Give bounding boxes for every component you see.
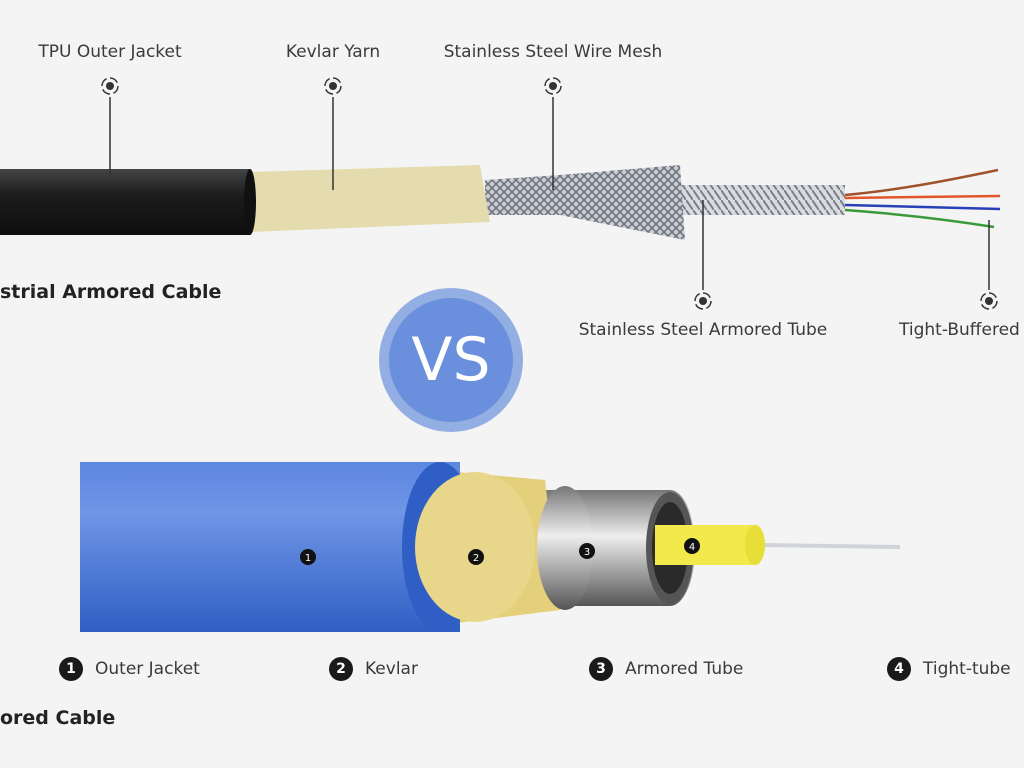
label-steel-wire-mesh: Stainless Steel Wire Mesh — [443, 42, 663, 62]
top-cable-title: strial Armored Cable — [0, 281, 222, 303]
svg-text:3: 3 — [584, 547, 590, 558]
svg-text:1: 1 — [305, 553, 311, 564]
top-cable — [0, 165, 1001, 240]
svg-text:2: 2 — [473, 553, 479, 564]
label-kevlar-yarn: Kevlar Yarn — [285, 42, 381, 62]
bottom-cable-title: ored Cable — [0, 707, 116, 729]
label-tpu-outer-jacket: TPU Outer Jacket — [38, 42, 182, 62]
number-icon: 2 — [329, 657, 353, 681]
top-leader-lines — [109, 97, 990, 290]
number-icon: 1 — [59, 657, 83, 681]
legend-label: Armored Tube — [625, 659, 744, 679]
marker-icons — [101, 77, 998, 310]
legend-label: Tight-tube — [923, 659, 1011, 679]
bottom-cable — [80, 462, 901, 632]
legend-label: Kevlar — [365, 659, 418, 679]
legend-item-tight-tube: 4 Tight-tube — [887, 657, 1011, 681]
number-icon: 3 — [589, 657, 613, 681]
svg-text:4: 4 — [689, 542, 695, 553]
legend-item-kevlar: 2 Kevlar — [329, 657, 418, 681]
label-tight-buffered: Tight-Buffered — [899, 320, 1020, 340]
legend-item-outer-jacket: 1 Outer Jacket — [59, 657, 200, 681]
bottom-number-markers: 1 2 3 4 — [300, 538, 700, 565]
vs-badge: VS — [379, 288, 523, 432]
legend-label: Outer Jacket — [95, 659, 200, 679]
vs-label: VS — [389, 298, 513, 422]
number-icon: 4 — [887, 657, 911, 681]
legend-item-armored-tube: 3 Armored Tube — [589, 657, 743, 681]
label-steel-armored-tube: Stainless Steel Armored Tube — [578, 320, 828, 340]
